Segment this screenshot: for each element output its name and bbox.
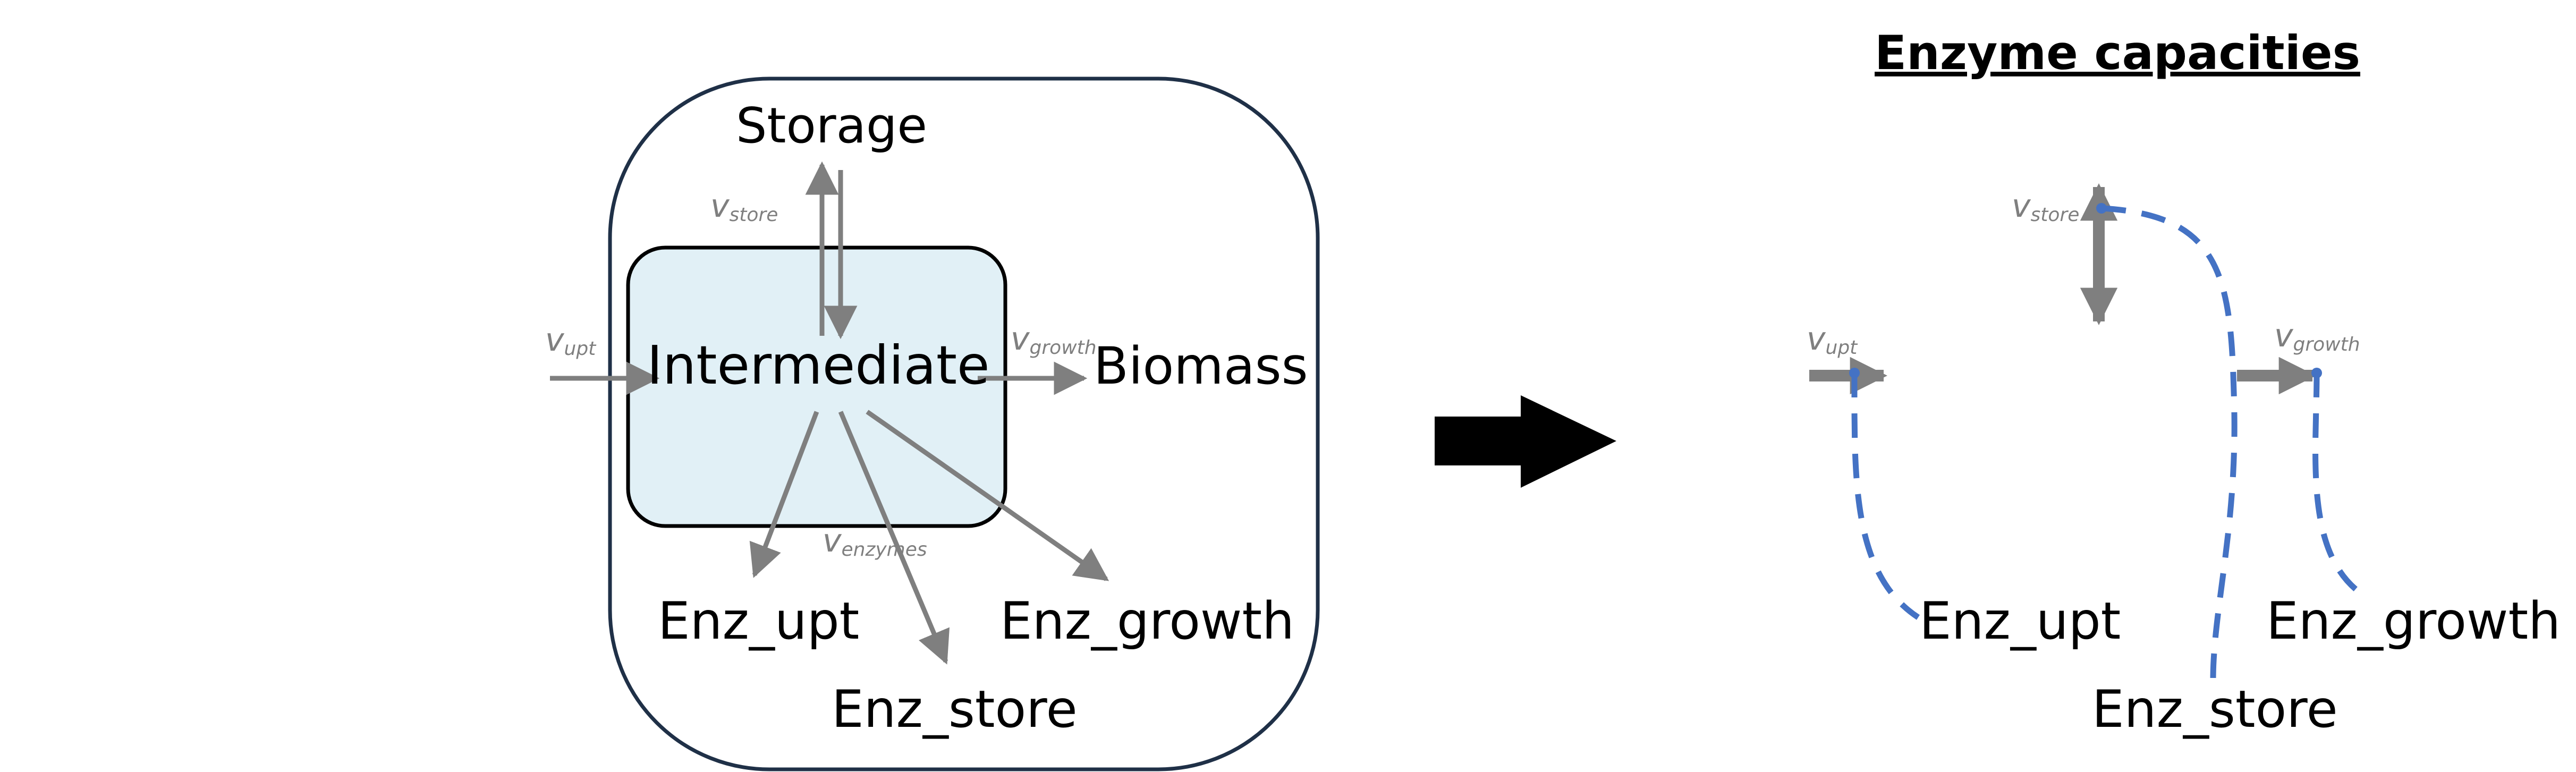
node-enz-upt: Enz_upt: [658, 591, 859, 651]
enz-store-arrow: [838, 411, 950, 665]
enzyme-capacities-panel: Enzyme capacities vupt vstore vgrowth En…: [1807, 26, 2561, 739]
cell-boundary: [608, 77, 1320, 771]
transition-arrow: [1435, 395, 1616, 488]
capacity-flux-label-upt: vupt: [1807, 320, 1858, 359]
flux-label-enzymes: venzymes: [823, 522, 927, 561]
node-enz-growth: Enz_growth: [1000, 591, 1294, 651]
enz-growth-arrow: [866, 410, 1109, 581]
panel-title: Enzyme capacities: [1875, 26, 2360, 80]
capacity-flux-label-growth: vgrowth: [2274, 317, 2360, 355]
flux-label-store: vstore: [710, 188, 778, 226]
enz-upt-arrow: [749, 411, 819, 578]
capacity-flux-label-store: vstore: [2012, 188, 2079, 226]
anchor-growth: [2311, 368, 2322, 378]
flux-label-upt: vupt: [545, 321, 597, 360]
node-biomass: Biomass: [1094, 336, 1308, 396]
flux-label-growth: vgrowth: [1011, 320, 1097, 359]
node-enz-store: Enz_store: [832, 680, 1078, 739]
capacity-enz-upt: Enz_upt: [1919, 591, 2121, 651]
link-enz-upt: [1851, 372, 1920, 620]
anchor-upt: [1849, 368, 1860, 378]
metabolic-network: Storage Intermediate Biomass Enz_upt Enz…: [545, 77, 1320, 771]
node-storage: Storage: [736, 97, 927, 154]
node-intermediate: Intermediate: [647, 334, 989, 396]
enzyme-link-anchors: [1849, 203, 2322, 378]
anchor-store: [2096, 203, 2107, 214]
link-enz-growth: [2312, 372, 2364, 597]
enzyme-links: [1851, 205, 2364, 681]
capacity-flux-arrows: [1809, 183, 2317, 395]
flux-arrows: [550, 161, 1109, 665]
capacity-enz-store: Enz_store: [2092, 680, 2338, 739]
link-enz-store: [2101, 205, 2238, 681]
capacity-enz-growth: Enz_growth: [2266, 591, 2561, 651]
